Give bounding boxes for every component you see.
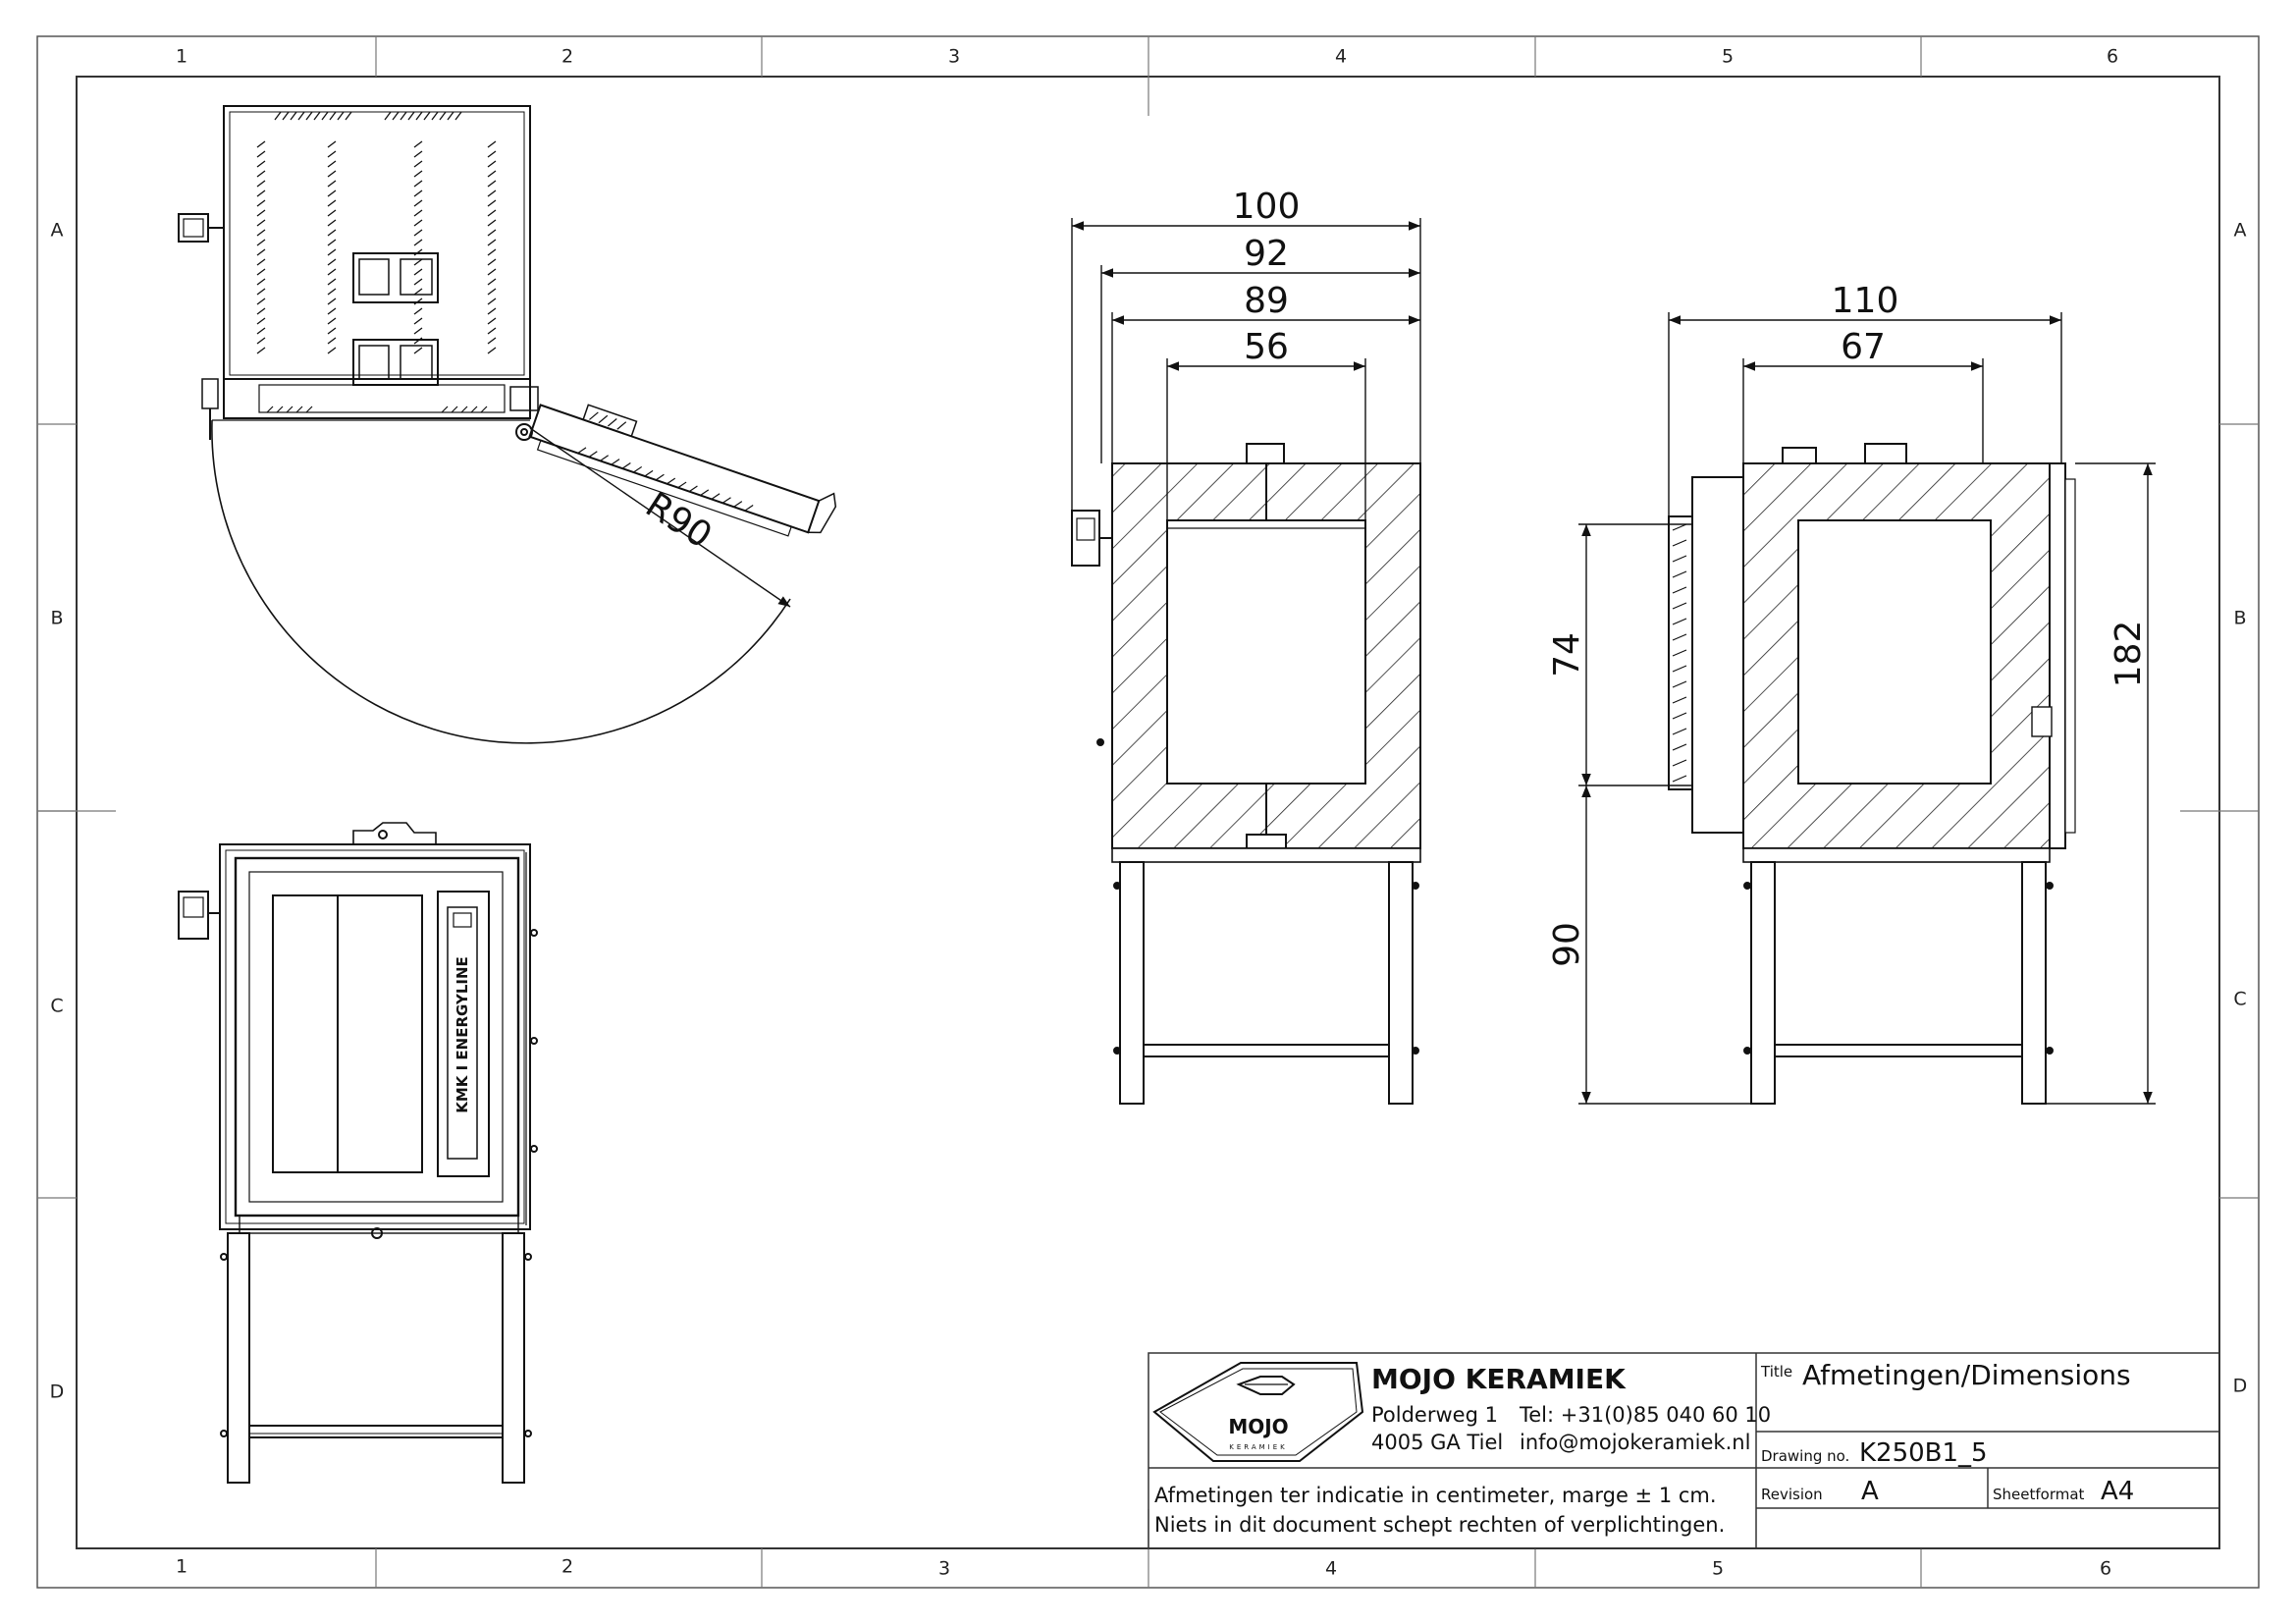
zone-row-d: D — [50, 1381, 65, 1403]
zone-col-6-bottom: 6 — [2100, 1558, 2111, 1580]
title-block: MOJO KERAMIEK MOJO KERAMIEK Polderweg 1 … — [1148, 1352, 2220, 1549]
zone-col-1: 1 — [176, 46, 187, 68]
zone-col-2: 2 — [561, 46, 573, 68]
company-email: info@mojokeramiek.nl — [1520, 1431, 1750, 1454]
zone-row-c-right: C — [2233, 989, 2246, 1010]
radius-label: R90 — [638, 485, 719, 557]
side-section-dimensions — [1578, 312, 2156, 1105]
zone-row-b: B — [50, 608, 63, 629]
zone-row-d-right: D — [2233, 1376, 2248, 1397]
door-brand-label: KMK I ENERGYLINE — [454, 956, 471, 1113]
dim-depth-67: 67 — [1841, 327, 1886, 367]
zone-col-2-bottom: 2 — [561, 1556, 573, 1578]
company-street: Polderweg 1 — [1371, 1403, 1498, 1427]
dim-width-89: 89 — [1244, 281, 1289, 321]
zone-col-3: 3 — [948, 46, 960, 68]
front-view — [178, 822, 538, 1484]
dim-height-182: 182 — [2109, 621, 2149, 688]
drawing-title: Afmetingen/Dimensions — [1802, 1359, 2131, 1391]
zone-col-1-bottom: 1 — [176, 1556, 187, 1578]
company-phone: Tel: +31(0)85 040 60 10 — [1519, 1403, 1771, 1427]
dim-height-74: 74 — [1547, 632, 1587, 677]
logo-subtext: KERAMIEK — [1229, 1443, 1288, 1451]
zone-col-6: 6 — [2107, 46, 2118, 68]
front-section-dimensions — [1071, 218, 1421, 520]
zone-row-a-right: A — [2234, 220, 2247, 242]
dim-width-56: 56 — [1244, 327, 1289, 367]
zone-col-4-bottom: 4 — [1325, 1558, 1337, 1580]
title-caption: Title — [1760, 1363, 1792, 1380]
dim-width-100: 100 — [1233, 187, 1301, 227]
zone-col-4: 4 — [1335, 46, 1347, 68]
top-view — [178, 105, 837, 744]
front-section-view — [1071, 443, 1421, 1105]
logo-text: MOJO — [1228, 1415, 1288, 1438]
disclaimer-line-1: Afmetingen ter indicatie in centimeter, … — [1154, 1484, 1717, 1507]
side-section-view — [1668, 443, 2076, 1105]
zone-row-a: A — [51, 220, 64, 242]
zone-row-c: C — [50, 996, 63, 1017]
disclaimer-line-2: Niets in dit document schept rechten of … — [1154, 1513, 1725, 1537]
company-city: 4005 GA Tiel — [1371, 1431, 1503, 1454]
sheetformat-value: A4 — [2101, 1477, 2134, 1506]
revision-caption: Revision — [1761, 1486, 1823, 1503]
dim-height-90: 90 — [1547, 922, 1587, 967]
zone-col-3-bottom: 3 — [938, 1558, 950, 1580]
drawing-number: K250B1_5 — [1859, 1438, 1988, 1468]
zone-col-5: 5 — [1722, 46, 1734, 68]
drawing-no-caption: Drawing no. — [1761, 1447, 1849, 1465]
company-logo: MOJO KERAMIEK — [1152, 1362, 1364, 1462]
dim-depth-110: 110 — [1832, 281, 1899, 321]
zone-col-5-bottom: 5 — [1712, 1558, 1724, 1580]
sheetformat-caption: Sheetformat — [1993, 1486, 2085, 1503]
zone-row-b-right: B — [2233, 608, 2246, 629]
company-name: MOJO KERAMIEK — [1371, 1363, 1627, 1395]
revision-value: A — [1861, 1477, 1879, 1506]
dim-width-92: 92 — [1244, 234, 1289, 274]
